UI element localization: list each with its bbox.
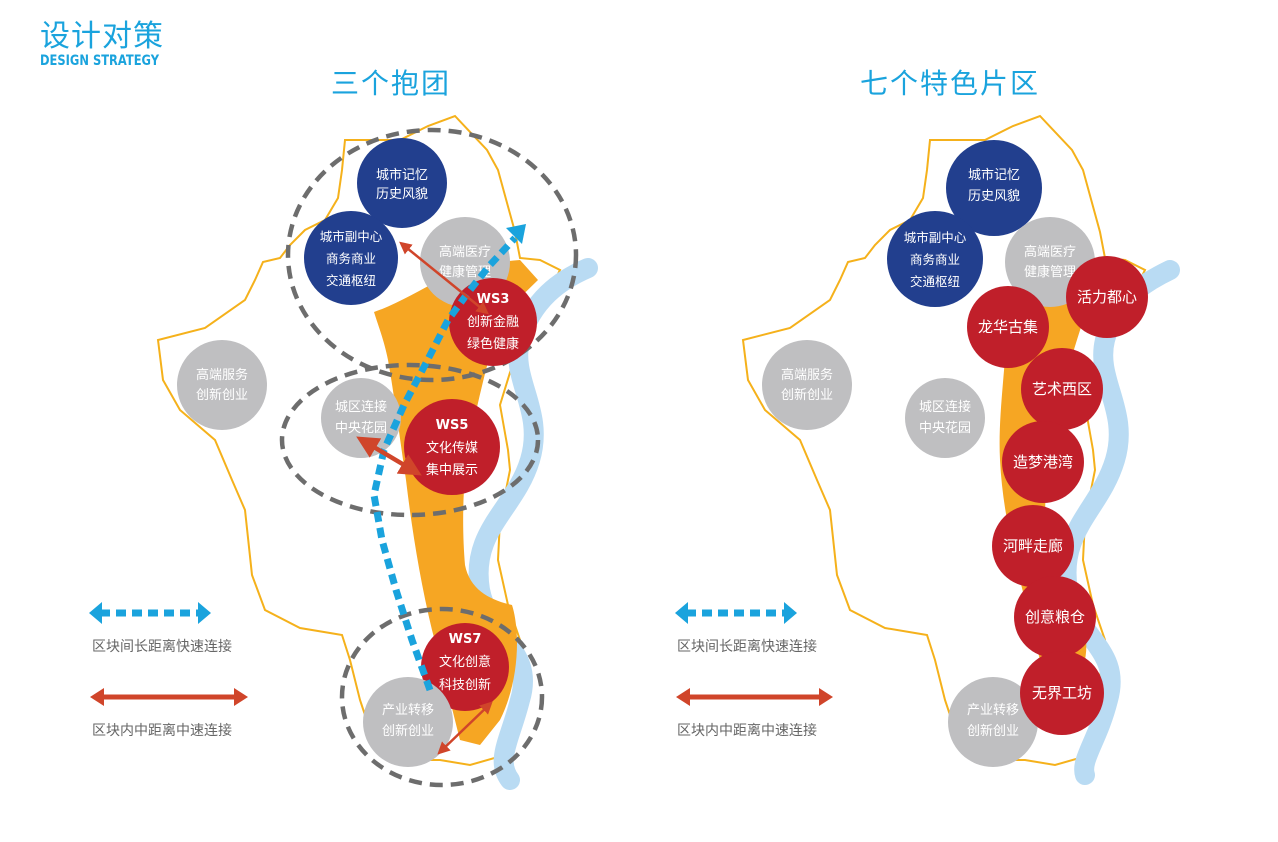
legend-fast-arrow-left	[675, 602, 688, 624]
node-highend-service: 高端服务 创新创业	[177, 340, 267, 430]
mid-link-north	[399, 241, 489, 315]
node-line: WS7	[449, 632, 482, 647]
cluster-ring-south	[339, 606, 545, 788]
legend-mid-arrow-left	[90, 688, 104, 706]
cluster-ring-north	[285, 127, 579, 383]
mid-link-middle	[356, 436, 422, 476]
node-line: 创新创业	[196, 387, 248, 403]
legend-label-mid-range: 区块内中距离中速连接	[92, 723, 232, 739]
node-highend-service: 高端服务 创新创业	[762, 340, 852, 430]
node-line: 城区连接	[335, 399, 387, 415]
node-line: 创新金融	[467, 314, 519, 330]
node-line: 商务商业	[326, 251, 376, 266]
legend-left	[89, 602, 248, 706]
node-line: 历史风貌	[968, 189, 1020, 204]
node-line: 中央花园	[335, 420, 387, 436]
node-medical: 高端医疗 健康管理	[1005, 217, 1095, 307]
node-line: 造梦港湾	[1013, 453, 1073, 471]
node-line: 交通枢纽	[910, 274, 960, 289]
node-memory: 城市记忆 历史风貌	[946, 140, 1042, 236]
node-line: 城市副中心	[904, 230, 967, 245]
legend-fast-arrow-left	[89, 602, 102, 624]
legend-fast-arrow-right	[198, 602, 211, 624]
node-line: WS3	[477, 292, 510, 307]
node-line: 城市记忆	[376, 167, 428, 183]
legend-label-mid-range: 区块内中距离中速连接	[677, 723, 817, 739]
node-line: 高端医疗	[1024, 244, 1076, 260]
legend-mid-arrow-left	[676, 688, 690, 706]
node-line: 城市记忆	[968, 167, 1020, 183]
panel-title-left: 三个抱团	[330, 67, 451, 100]
node-line: 河畔走廊	[1003, 537, 1063, 555]
node-line: 交通枢纽	[326, 273, 376, 288]
legend-mid-arrow-right	[819, 688, 833, 706]
node-line: 城市副中心	[320, 229, 383, 244]
zone-creative-granary: 创意粮仓	[1014, 576, 1096, 658]
node-ws5: WS5 文化传媒 集中展示	[404, 399, 500, 495]
zone-boundless-workshop: 无界工坊	[1020, 651, 1104, 735]
node-line: 产业转移	[967, 703, 1019, 718]
node-subcenter: 城市副中心 商务商业 交通枢纽	[887, 211, 983, 307]
node-industry-transfer: 产业转移 创新创业	[948, 677, 1038, 767]
node-line: 艺术西区	[1032, 380, 1092, 398]
node-line: 产业转移	[382, 703, 434, 718]
node-line: 高端医疗	[439, 244, 491, 260]
node-line: 集中展示	[426, 462, 478, 478]
node-garden: 城区连接 中央花园	[321, 378, 401, 458]
node-line: 创新创业	[781, 387, 833, 403]
node-line: 创新创业	[967, 723, 1019, 739]
node-line: 城区连接	[919, 399, 971, 415]
page-title: 设计对策	[40, 19, 164, 54]
legend-right	[675, 602, 833, 706]
node-line: 中央花园	[919, 420, 971, 436]
page-subtitle: DESIGN STRATEGY	[40, 53, 160, 69]
node-line: WS5	[436, 418, 469, 433]
panel-title-right: 七个特色片区	[859, 67, 1040, 100]
node-line: 创新创业	[382, 723, 434, 739]
node-subcenter: 城市副中心 商务商业 交通枢纽	[304, 211, 398, 305]
node-line: 高端服务	[196, 367, 248, 383]
zone-dream-harbor: 造梦港湾	[1002, 421, 1084, 503]
node-line: 商务商业	[910, 252, 960, 267]
legend-label-long-range: 区块间长距离快速连接	[677, 639, 817, 655]
zone-art-west: 艺术西区	[1021, 348, 1103, 430]
node-garden: 城区连接 中央花园	[905, 378, 985, 458]
zone-riverside-corridor: 河畔走廊	[992, 505, 1074, 587]
zone-longhua-market: 龙华古集	[967, 286, 1049, 368]
node-line: 无界工坊	[1032, 684, 1092, 702]
node-line: 健康管理	[1024, 264, 1076, 280]
node-industry-transfer: 产业转移 创新创业	[363, 677, 453, 767]
fast-link-arrowhead	[506, 224, 526, 244]
node-line: 文化传媒	[426, 441, 478, 456]
node-line: 文化创意	[439, 654, 491, 670]
mid-link-south	[437, 701, 493, 755]
node-line: 绿色健康	[467, 336, 519, 352]
node-line: 创意粮仓	[1025, 608, 1085, 626]
legend-fast-arrow-right	[784, 602, 797, 624]
node-ws7: WS7 文化创意 科技创新	[421, 623, 509, 711]
node-memory: 城市记忆 历史风貌	[357, 138, 447, 228]
cluster-ring-middle	[279, 362, 541, 518]
node-line: 活力都心	[1077, 288, 1137, 306]
node-line: 科技创新	[439, 677, 491, 693]
legend-label-long-range: 区块间长距离快速连接	[92, 639, 232, 655]
node-line: 历史风貌	[376, 187, 428, 202]
legend-mid-arrow-right	[234, 688, 248, 706]
zone-vitality-core: 活力都心	[1066, 256, 1148, 338]
node-line: 高端服务	[781, 367, 833, 383]
node-line: 龙华古集	[978, 318, 1038, 336]
